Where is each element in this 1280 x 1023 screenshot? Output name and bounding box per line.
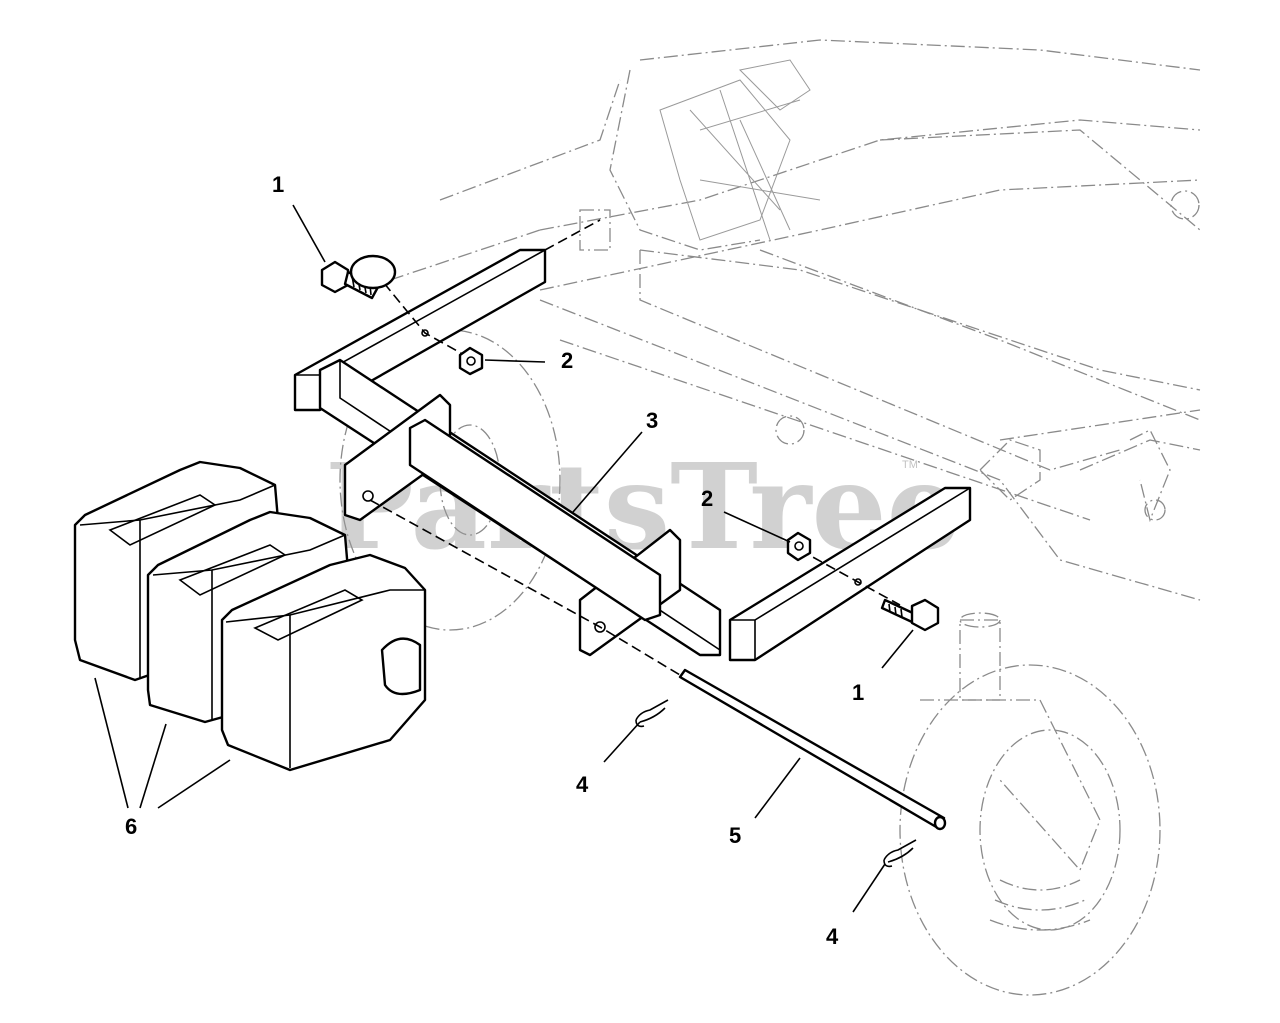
leader-6-a xyxy=(94,677,129,809)
callout-2-front: 2 xyxy=(701,486,713,511)
watermark-trademark: TM xyxy=(902,459,918,471)
hairpin-clip-lower xyxy=(883,839,917,868)
leader-6-c xyxy=(157,759,231,809)
callout-1-front: 1 xyxy=(852,680,864,705)
leader-1-front xyxy=(881,629,914,669)
nut-rear xyxy=(458,346,484,376)
leader-3 xyxy=(572,431,643,513)
leader-4-upper xyxy=(603,721,641,763)
hairpin-clip-upper xyxy=(635,699,669,728)
bolt-front xyxy=(880,598,940,632)
callout-5: 5 xyxy=(729,823,741,848)
callout-3: 3 xyxy=(646,408,658,433)
bracket-arm-front xyxy=(728,486,972,662)
alignment-line-front xyxy=(799,549,901,606)
leader-2-front xyxy=(723,511,791,543)
alignment-line-chassis xyxy=(544,219,601,251)
callout-4-lower: 4 xyxy=(826,924,839,949)
mower-chassis-ghost xyxy=(339,39,1201,996)
callout-2-rear: 2 xyxy=(561,348,573,373)
suitcase-weight-3 xyxy=(220,553,427,772)
weight-bracket-assembly xyxy=(293,248,972,662)
nut-front xyxy=(786,531,812,562)
leader-4-lower xyxy=(852,863,886,913)
leader-1-rear xyxy=(292,204,326,263)
callout-1-rear: 1 xyxy=(272,172,284,197)
chassis-knob xyxy=(349,254,397,290)
bracket-tube-inner xyxy=(408,418,662,622)
leader-6-b xyxy=(139,723,167,809)
leader-5 xyxy=(754,757,801,819)
pin-5 xyxy=(678,668,947,831)
bracket-arm-rear xyxy=(293,248,547,412)
leader-2-rear xyxy=(484,359,546,363)
callout-4-upper: 4 xyxy=(576,772,589,797)
callout-6: 6 xyxy=(125,814,137,839)
alignment-line-pin xyxy=(369,499,681,676)
